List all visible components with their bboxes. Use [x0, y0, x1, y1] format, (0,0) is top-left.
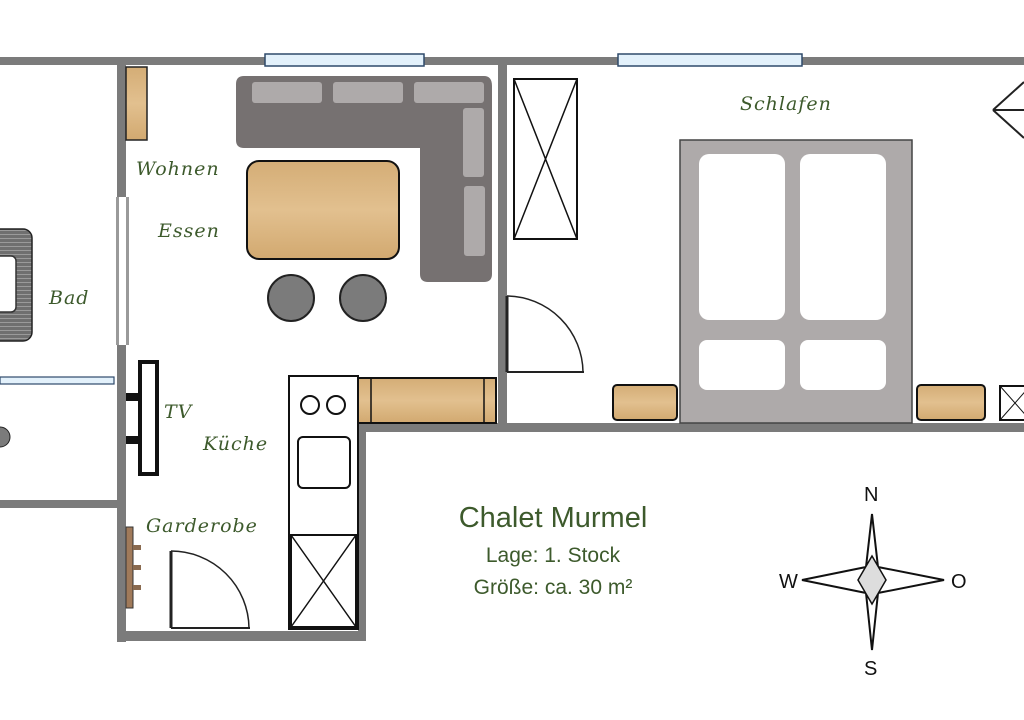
dining-table — [246, 160, 400, 260]
wall-bad-bottom — [0, 500, 120, 508]
compass-north: N — [864, 484, 879, 506]
sofa-cushion — [333, 82, 403, 103]
compass-east: O — [951, 571, 967, 593]
bedroom-door — [505, 295, 584, 373]
lamp-icon — [992, 81, 1024, 139]
kitchen-counter — [357, 377, 497, 424]
kitchen-block — [288, 375, 359, 630]
wall-living-left — [117, 60, 126, 642]
sofa-cushion — [252, 82, 322, 103]
sink — [297, 436, 351, 489]
wall-bedroom-bottom — [358, 423, 1024, 432]
nightstand-right — [916, 384, 986, 421]
bathroom-sink — [0, 228, 33, 342]
compass-rose-icon — [801, 513, 945, 651]
floor-info: Lage: 1. Stock — [485, 544, 621, 567]
room-label-essen: Essen — [158, 220, 220, 242]
walls — [0, 57, 1024, 642]
burner — [300, 395, 320, 415]
mattress — [800, 154, 886, 320]
coat-hooks — [125, 526, 141, 609]
sofa-cushion — [463, 108, 484, 177]
wall-top — [0, 57, 1024, 65]
sofa-cushion — [464, 186, 485, 256]
room-label-garderobe: Garderobe — [146, 515, 258, 537]
label-tv: TV — [164, 401, 193, 423]
fridge — [290, 534, 357, 628]
double-bed — [679, 139, 913, 424]
size-info: Größe: ca. 30 m² — [473, 576, 633, 599]
window-living — [264, 53, 425, 67]
wood-shelf — [125, 66, 148, 141]
tv-unit — [126, 360, 159, 476]
wall-kitchen-right — [358, 425, 366, 641]
corner-sofa — [236, 76, 492, 282]
compass-west: W — [779, 571, 798, 593]
room-label-schlafen: Schlafen — [740, 93, 832, 115]
pillow — [699, 340, 785, 390]
room-label-wohnen: Wohnen — [136, 158, 220, 180]
stool — [339, 274, 387, 322]
mattress — [699, 154, 785, 320]
room-label-kueche: Küche — [203, 433, 269, 455]
toilet — [0, 426, 11, 448]
window-bad — [0, 376, 115, 385]
pillow — [800, 340, 886, 390]
wall-living-bedroom — [498, 60, 507, 426]
apartment-title: Chalet Murmel — [458, 502, 648, 534]
nightstand-left — [612, 384, 678, 421]
entrance-door — [169, 550, 250, 629]
window-bedroom — [617, 53, 803, 67]
sofa-cushion — [414, 82, 484, 103]
compass-south: S — [864, 658, 878, 680]
burner — [326, 395, 346, 415]
sliding-door — [114, 197, 132, 345]
wall-living-bottom — [117, 631, 366, 641]
box-right — [999, 385, 1024, 421]
wardrobe — [513, 78, 578, 240]
room-label-bad: Bad — [49, 287, 90, 309]
stool — [267, 274, 315, 322]
